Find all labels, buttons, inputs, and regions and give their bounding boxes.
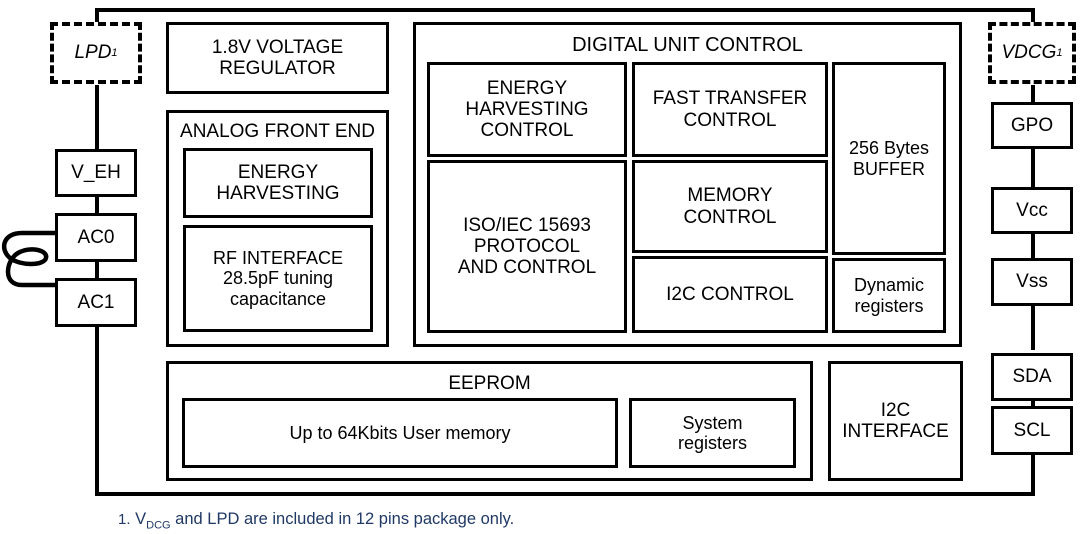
block-energy-harvesting: ENERGY HARVESTING — [183, 148, 373, 218]
wire-vdcg-gpo — [1031, 85, 1035, 103]
pin-v-eh-label: V_EH — [71, 162, 121, 183]
footnote: 1. VDCG and LPD are included in 12 pins … — [118, 510, 514, 531]
pin-scl[interactable]: SCL — [991, 406, 1073, 455]
block-dynamic-registers: Dynamic registers — [832, 258, 946, 333]
block-rf-interface-label: RF INTERFACE 28.5pF tuning capacitance — [212, 248, 343, 309]
block-dynamic-registers-label: Dynamic registers — [853, 275, 924, 316]
pin-sda[interactable]: SDA — [991, 353, 1073, 401]
block-rf-interface: RF INTERFACE 28.5pF tuning capacitance — [183, 225, 373, 332]
block-memory-control: MEMORY CONTROL — [632, 160, 828, 253]
pin-vcc[interactable]: Vcc — [991, 187, 1073, 234]
pin-vdcg-label: VDCG — [1001, 42, 1057, 63]
wire-gpo-vcc — [1031, 148, 1035, 188]
pin-v-eh[interactable]: V_EH — [55, 149, 137, 197]
pin-lpd-label: LPD — [74, 42, 112, 63]
wire-top-bus — [95, 8, 1035, 12]
wire-veh-ac0 — [95, 196, 99, 213]
wire-vss-sda — [1031, 305, 1035, 350]
pin-sda-label: SDA — [1012, 366, 1052, 387]
footnote-text: and LPD are included in 12 pins package … — [170, 510, 515, 528]
block-energy-harvesting-control-label: ENERGY HARVESTING CONTROL — [465, 77, 589, 142]
wire-ac0-ac1 — [95, 261, 99, 278]
pin-ac0[interactable]: AC0 — [55, 213, 137, 262]
wire-sda-scl — [1031, 400, 1035, 407]
block-iso-protocol-label: ISO/IEC 15693 PROTOCOL AND CONTROL — [457, 214, 597, 279]
pin-gpo[interactable]: GPO — [991, 102, 1073, 149]
pin-ac1-label: AC1 — [77, 291, 115, 313]
footnote-subscript: DCG — [146, 519, 171, 532]
pin-vss[interactable]: Vss — [991, 258, 1073, 306]
block-user-memory: Up to 64Kbits User memory — [182, 398, 618, 468]
footnote-prefix: V — [135, 510, 147, 528]
block-energy-harvesting-label: ENERGY HARVESTING — [216, 161, 340, 204]
pin-vdcg-superscript: 1 — [1056, 47, 1063, 59]
footnote-number: 1. — [118, 511, 131, 528]
block-i2c-control-label: I2C CONTROL — [666, 283, 794, 305]
group-digital-unit-control-title: DIGITAL UNIT CONTROL — [572, 34, 803, 56]
pin-vcc-label: Vcc — [1016, 199, 1048, 221]
pin-vss-label: Vss — [1016, 271, 1048, 292]
block-buffer-label: 256 Bytes BUFFER — [848, 138, 930, 179]
block-user-memory-label: Up to 64Kbits User memory — [289, 422, 511, 443]
block-memory-control-label: MEMORY CONTROL — [683, 185, 777, 228]
block-fast-transfer-control: FAST TRANSFER CONTROL — [632, 62, 828, 157]
block-i2c-control: I2C CONTROL — [632, 256, 828, 333]
block-voltage-regulator-label: 1.8V VOLTAGE REGULATOR — [211, 36, 344, 79]
wire-vcc-vss — [1031, 233, 1035, 259]
wire-ac1-down — [95, 326, 99, 496]
block-i2c-interface-label: I2C INTERFACE — [842, 399, 949, 442]
wire-lpd-veh — [95, 85, 99, 150]
block-system-registers-label: System registers — [677, 412, 748, 453]
block-system-registers: System registers — [629, 398, 796, 468]
pin-ac1[interactable]: AC1 — [55, 278, 137, 327]
block-i2c-interface: I2C INTERFACE — [828, 361, 963, 481]
pin-ac0-label: AC0 — [77, 226, 115, 248]
block-voltage-regulator: 1.8V VOLTAGE REGULATOR — [166, 22, 389, 94]
block-energy-harvesting-control: ENERGY HARVESTING CONTROL — [427, 62, 627, 157]
group-eeprom-title: EEPROM — [448, 373, 531, 394]
wire-scl-bottom — [1031, 455, 1035, 492]
antenna-coil-icon — [1, 230, 69, 288]
block-buffer: 256 Bytes BUFFER — [832, 62, 946, 255]
pin-scl-label: SCL — [1013, 419, 1051, 441]
group-analog-front-end-title: ANALOG FRONT END — [180, 121, 375, 142]
pin-gpo-label: GPO — [1010, 114, 1054, 136]
block-fast-transfer-control-label: FAST TRANSFER CONTROL — [652, 88, 808, 131]
wire-bottom-bus — [95, 492, 1035, 496]
block-iso-protocol: ISO/IEC 15693 PROTOCOL AND CONTROL — [427, 160, 627, 333]
pin-lpd-superscript: 1 — [111, 47, 118, 59]
